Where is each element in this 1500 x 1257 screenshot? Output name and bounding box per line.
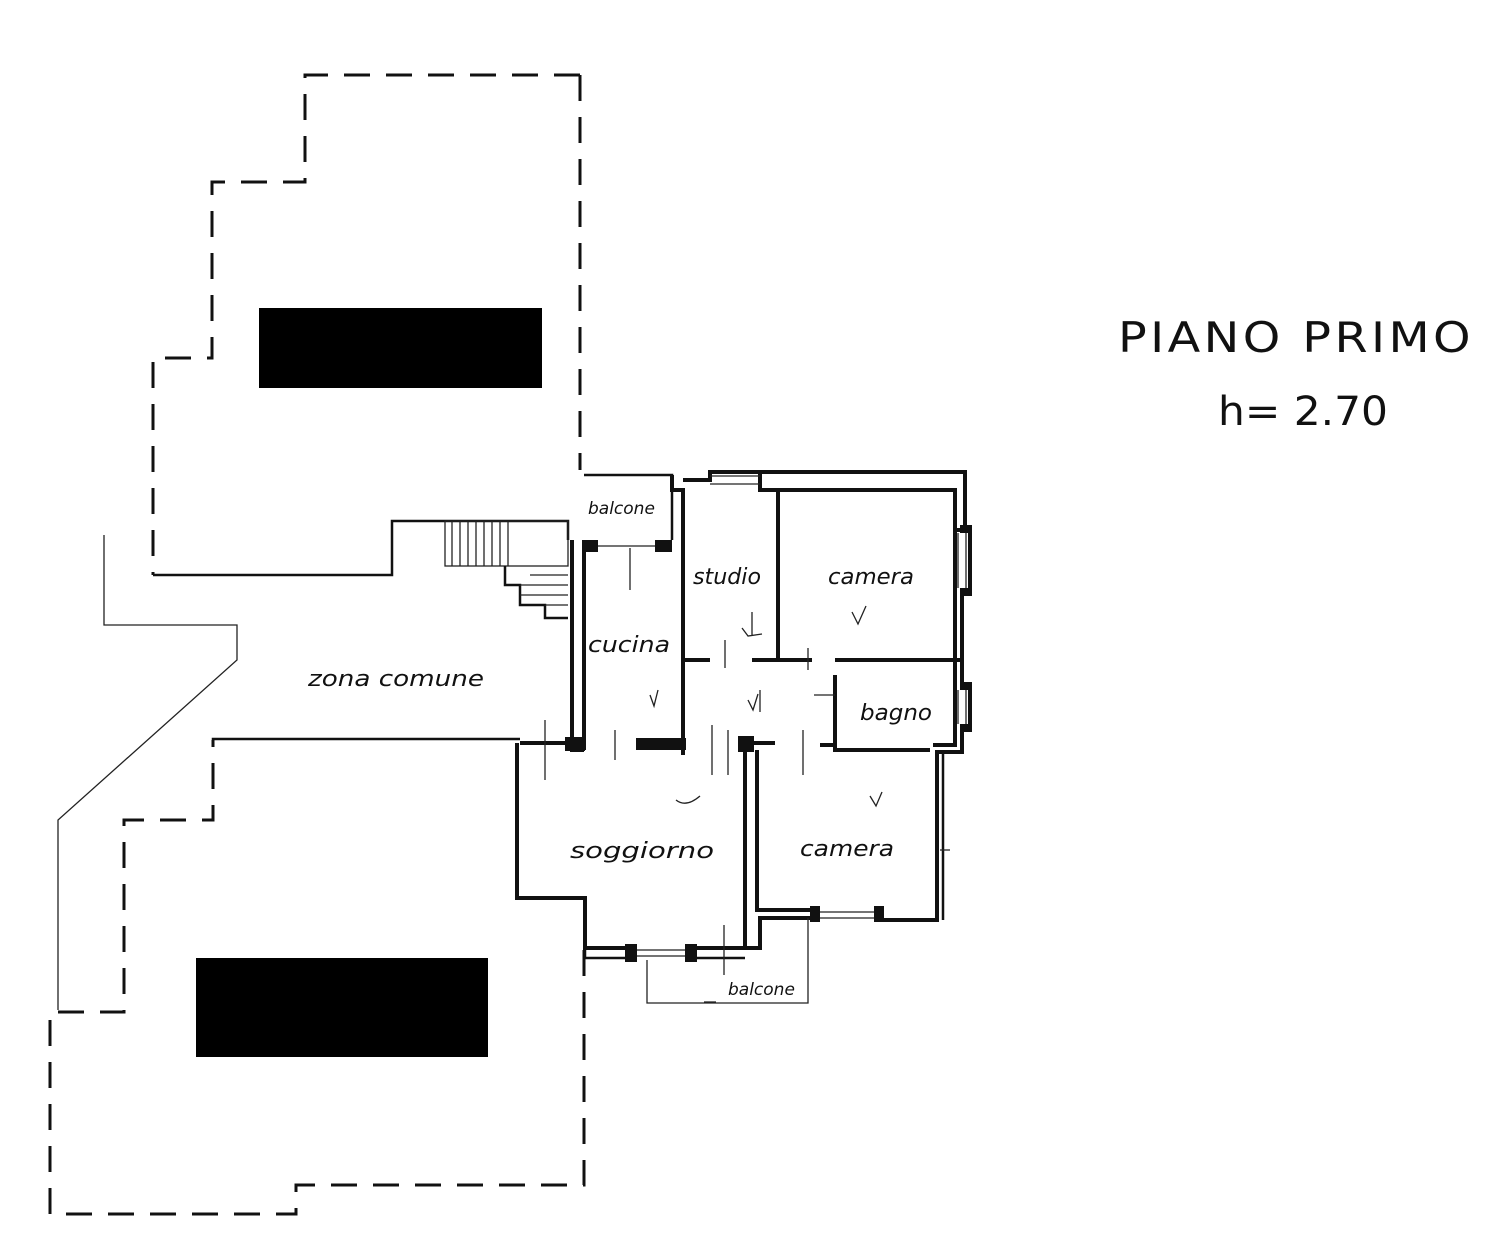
room-label-camera-bottom: camera xyxy=(800,837,894,862)
redacted-block-top xyxy=(259,308,542,388)
staircase xyxy=(444,520,569,620)
ceiling-height: h= 2.70 xyxy=(1218,389,1388,435)
apartment-walls xyxy=(515,470,972,960)
neighbor-unit-bottom-solid xyxy=(211,737,520,741)
room-label-bagno: bagno xyxy=(860,701,932,726)
room-label-soggiorno: soggiorno xyxy=(570,839,714,864)
neighbor-unit-top-outline xyxy=(151,73,582,575)
redacted-block-bottom xyxy=(196,958,488,1057)
windows xyxy=(598,475,967,957)
room-label-studio: studio xyxy=(693,565,761,590)
check-marks xyxy=(649,605,883,808)
room-label-zona-comune: zona comune xyxy=(307,667,484,692)
neighbor-unit-bottom-outline xyxy=(48,740,586,1216)
annotation-marks xyxy=(544,548,950,1004)
common-area-outline xyxy=(57,535,238,1010)
room-label-camera-top: camera xyxy=(828,565,914,590)
room-label-balcone-top: balcone xyxy=(588,499,655,519)
plan-title: PIANO PRIMO xyxy=(1118,313,1474,362)
room-label-balcone-bottom: balcone xyxy=(728,980,795,1000)
room-label-cucina: cucina xyxy=(588,633,670,658)
wall-piers xyxy=(565,525,972,962)
